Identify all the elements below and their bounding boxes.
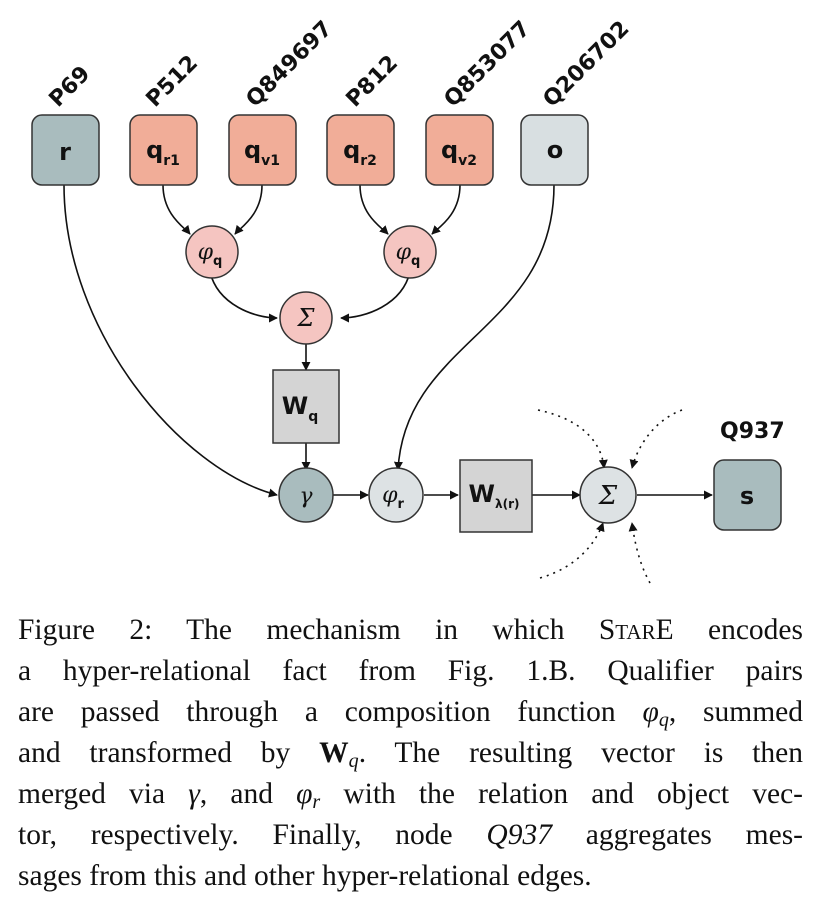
node-qv2 — [425, 114, 494, 186]
figure-caption: Figure 2: The mechanism in which StarE e… — [18, 610, 803, 897]
label-r-id: P69 — [45, 62, 96, 113]
node-qr1-label: qr1 — [146, 136, 180, 169]
edge-phi2-sum — [340, 271, 411, 323]
node-phi-r-label: φr — [382, 483, 404, 512]
edge-qv1-phi1 — [234, 184, 263, 235]
edge-r-gamma — [63, 184, 278, 498]
edge-qr1-phi1 — [162, 184, 191, 235]
star-e-diagram: P69 P512 Q849697 P812 Q853077 Q206702 Q9… — [31, 16, 785, 584]
node-gamma — [278, 467, 334, 523]
node-r — [31, 114, 100, 186]
edge-dotted-top-right — [629, 409, 683, 469]
node-sum-q — [279, 291, 333, 345]
node-qv1-label: qv1 — [244, 136, 280, 169]
node-wq-label: Wq — [282, 392, 319, 425]
caption-line-5: merged via γ, and φr with the relation a… — [18, 778, 803, 813]
label-qv1-id: Q849697 — [242, 16, 338, 112]
node-s-label: s — [740, 482, 754, 510]
label-o-id: Q206702 — [539, 16, 635, 112]
node-gamma-label: γ — [299, 484, 313, 509]
node-qv1 — [228, 114, 297, 186]
edge-qv2-phi2 — [431, 184, 461, 235]
caption-line-1: Figure 2: The mechanism in which StarE e… — [18, 614, 803, 646]
node-qv2-label: qv2 — [441, 136, 477, 169]
caption-line-2: a hyper-relational fact from Fig. 1.B. Q… — [18, 655, 803, 687]
node-qr2 — [326, 114, 395, 186]
edge-qr2-phi2 — [359, 184, 389, 235]
label-qv2-id: Q853077 — [440, 16, 536, 112]
edge-phi1-sum — [209, 271, 278, 323]
node-r-label: r — [59, 138, 71, 166]
edge-dotted-bottom-left — [539, 522, 605, 579]
node-phi-q-2-label: φq — [396, 240, 421, 269]
label-qr2-id: P812 — [342, 51, 404, 113]
caption-line-6: tor, respectively. Finally, node Q937 ag… — [18, 819, 803, 851]
node-wq — [272, 369, 340, 444]
node-wl-label: Wλ(r) — [469, 480, 520, 511]
caption-line-7: sages from this and other hyper-relation… — [18, 860, 592, 892]
node-agg-sum-label: Σ — [598, 481, 618, 511]
node-o-label: o — [547, 136, 564, 164]
node-qr1 — [129, 114, 198, 186]
edge-o-phir — [393, 184, 555, 471]
caption-line-3: are passed through a composition functio… — [18, 696, 803, 731]
node-phi-q-1 — [185, 225, 239, 279]
node-qr2-label: qr2 — [343, 136, 377, 169]
node-phi-q-1-label: φq — [198, 240, 223, 269]
label-qr1-id: P512 — [142, 51, 204, 113]
edge-dotted-bottom-right — [628, 522, 651, 584]
node-s — [713, 459, 782, 531]
caption-line-4: and transformed by Wq. The resulting vec… — [18, 737, 804, 772]
node-sum-q-label: Σ — [297, 304, 316, 332]
node-agg-sum — [579, 466, 637, 524]
node-o — [520, 114, 589, 186]
node-wl — [459, 459, 533, 533]
edge-dotted-top-left — [537, 409, 608, 469]
label-s-id: Q937 — [720, 419, 785, 444]
node-phi-r — [368, 467, 424, 523]
node-phi-q-2 — [383, 225, 437, 279]
